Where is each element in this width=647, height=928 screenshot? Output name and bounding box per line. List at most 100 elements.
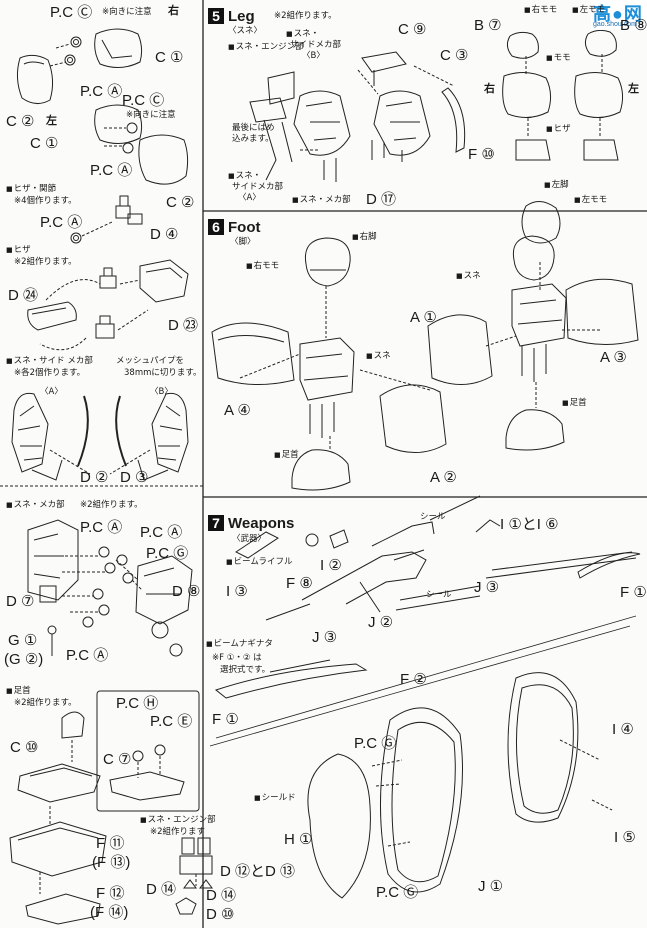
note-knee: ※2組作ります。 bbox=[14, 257, 77, 267]
note-mesh-2: 38mmに切ります。 bbox=[124, 368, 202, 378]
label-j2: J ② bbox=[368, 614, 394, 631]
label-i5: I ⑤ bbox=[614, 829, 636, 846]
label-a2: A ② bbox=[430, 469, 457, 486]
section-title-foot: Foot bbox=[228, 219, 261, 236]
label-side-b: スネ・ bbox=[286, 30, 320, 39]
label-pc-a-1: P.C Ⓐ bbox=[80, 519, 123, 536]
label-g1: G ① bbox=[8, 632, 38, 649]
note-shin-mech: ※2組作ります。 bbox=[80, 500, 143, 510]
label-left-thigh: 左モモ bbox=[572, 6, 606, 15]
label-a1: A ① bbox=[410, 309, 437, 326]
label-f8: F ⑧ bbox=[286, 575, 313, 592]
label-d24: D ㉔ bbox=[8, 287, 39, 304]
mark-right: 右 bbox=[168, 5, 179, 17]
label-d23: D ㉓ bbox=[168, 317, 199, 334]
section-subtitle-weapons: 〈武器〉 bbox=[232, 534, 267, 544]
ankle-parts bbox=[9, 711, 185, 925]
label-h1: H ① bbox=[284, 831, 313, 848]
title-knee: ヒザ bbox=[6, 246, 31, 255]
title-knee-joint: ヒザ・関節 bbox=[6, 185, 57, 194]
label-b7: B ⑦ bbox=[474, 17, 502, 34]
note-finally-1: 最後にはめ bbox=[232, 123, 275, 133]
label-c7: C ⑦ bbox=[103, 751, 132, 768]
label-d7: D ⑦ bbox=[6, 593, 35, 610]
label-thigh: モモ bbox=[546, 54, 571, 63]
section-number-weapons: 7 bbox=[208, 515, 224, 531]
label-pc-g-b: P.C Ⓖ bbox=[376, 884, 419, 901]
label-left-leg: 左脚 bbox=[544, 181, 569, 190]
label-j3-b: J ③ bbox=[312, 629, 338, 646]
label-c10: C ⑩ bbox=[10, 739, 39, 756]
title-shin-engine: スネ・エンジン部 bbox=[140, 816, 216, 825]
label-pc-h: P.C Ⓗ bbox=[116, 695, 159, 712]
label-i2: I ② bbox=[320, 557, 342, 574]
label-engine: スネ・エンジン部 bbox=[228, 43, 304, 52]
section-subtitle-leg: 〈スネ〉 bbox=[228, 26, 263, 36]
label-c1-b: C ① bbox=[30, 135, 59, 152]
label-c2: C ② bbox=[6, 113, 35, 130]
note-orientation: ※向きに注意 bbox=[102, 7, 152, 17]
label-side-a: スネ・ bbox=[228, 172, 262, 181]
note-leg: ※2組作ります。 bbox=[274, 11, 337, 21]
ankle-inset-box bbox=[96, 690, 200, 812]
label-j3-a: J ③ bbox=[474, 579, 500, 596]
label-d14-b: D ⑭ bbox=[206, 887, 237, 904]
note-mesh-1: メッシュパイプを bbox=[116, 356, 185, 366]
label-side-a-2: サイドメカ部 bbox=[232, 182, 284, 192]
knee-part bbox=[27, 259, 189, 351]
section-number-foot: 6 bbox=[208, 219, 224, 235]
note-orientation-b: ※向きに注意 bbox=[126, 110, 176, 120]
title-ankle: 足首 bbox=[6, 687, 31, 696]
label-seal-a: シール bbox=[420, 512, 446, 522]
label-pc-c-b: P.C Ⓒ bbox=[122, 92, 165, 109]
section-subtitle-foot: 〈脚〉 bbox=[230, 237, 256, 247]
label-side-a-3: 〈A〉 bbox=[238, 193, 261, 203]
weapons-parts bbox=[209, 495, 641, 899]
label-c9: C ⑨ bbox=[398, 21, 427, 38]
label-right-thigh: 右モモ bbox=[524, 6, 558, 15]
label-f12: F ⑫ bbox=[96, 885, 125, 902]
label-a3: A ③ bbox=[600, 349, 627, 366]
knee-joint-part bbox=[70, 195, 143, 244]
label-d4: D ④ bbox=[150, 226, 179, 243]
label-beam-rifle: ビームライフル bbox=[226, 558, 293, 567]
label-pc-a: P.C Ⓐ bbox=[80, 83, 123, 100]
label-f10: F ⑩ bbox=[468, 146, 495, 163]
label-d3: D ③ bbox=[120, 469, 149, 486]
label-c2-b: C ② bbox=[166, 194, 195, 211]
label-i4: I ④ bbox=[612, 721, 634, 738]
note-naginata-2: 選択式です。 bbox=[220, 665, 271, 675]
label-a4: A ④ bbox=[224, 402, 251, 419]
note-finally-2: 込みます。 bbox=[232, 134, 274, 144]
label-seal-b: シール bbox=[426, 590, 452, 600]
note-naginata-1: ※F ①・② は bbox=[212, 653, 262, 663]
note-ankle: ※2組作ります。 bbox=[14, 698, 77, 708]
label-side-b-3: 〈B〉 bbox=[302, 51, 325, 61]
label-right-leg: 右脚 bbox=[352, 233, 377, 242]
label-f13: (F ⑬) bbox=[92, 854, 131, 871]
label-shin-2: スネ bbox=[456, 272, 481, 281]
mark-leg-left: 左 bbox=[628, 83, 639, 95]
label-shin-mech: スネ・メカ部 bbox=[292, 196, 351, 205]
label-j1: J ① bbox=[478, 878, 504, 895]
title-shin-side: スネ・サイド メカ部 bbox=[6, 357, 93, 366]
left-top-parts bbox=[16, 28, 189, 185]
label-pc-e: P.C Ⓔ bbox=[150, 713, 193, 730]
label-pc-c: P.C Ⓒ bbox=[50, 4, 93, 21]
label-pc-g-a: P.C Ⓖ bbox=[354, 735, 397, 752]
label-pc-a-2: P.C Ⓐ bbox=[140, 524, 183, 541]
label-beam-naginata: ビームナギナタ bbox=[206, 640, 273, 649]
mark-leg-right: 右 bbox=[484, 83, 495, 95]
label-right-thigh-foot: 右モモ bbox=[246, 262, 280, 271]
leg-assembly-parts bbox=[249, 29, 624, 182]
label-d14-a: D ⑭ bbox=[146, 881, 177, 898]
note-shin-engine: ※2組作ります bbox=[150, 827, 206, 837]
watermark-logo: 高●网 bbox=[593, 4, 643, 24]
shin-engine-parts bbox=[175, 837, 213, 915]
label-i1-i6: I ①とI ⑥ bbox=[500, 516, 559, 533]
note-knee-joint: ※4個作ります。 bbox=[14, 196, 77, 206]
section-title-weapons: Weapons bbox=[228, 515, 295, 532]
label-d10: D ⑩ bbox=[206, 906, 235, 923]
label-f1-b: F ① bbox=[212, 711, 239, 728]
